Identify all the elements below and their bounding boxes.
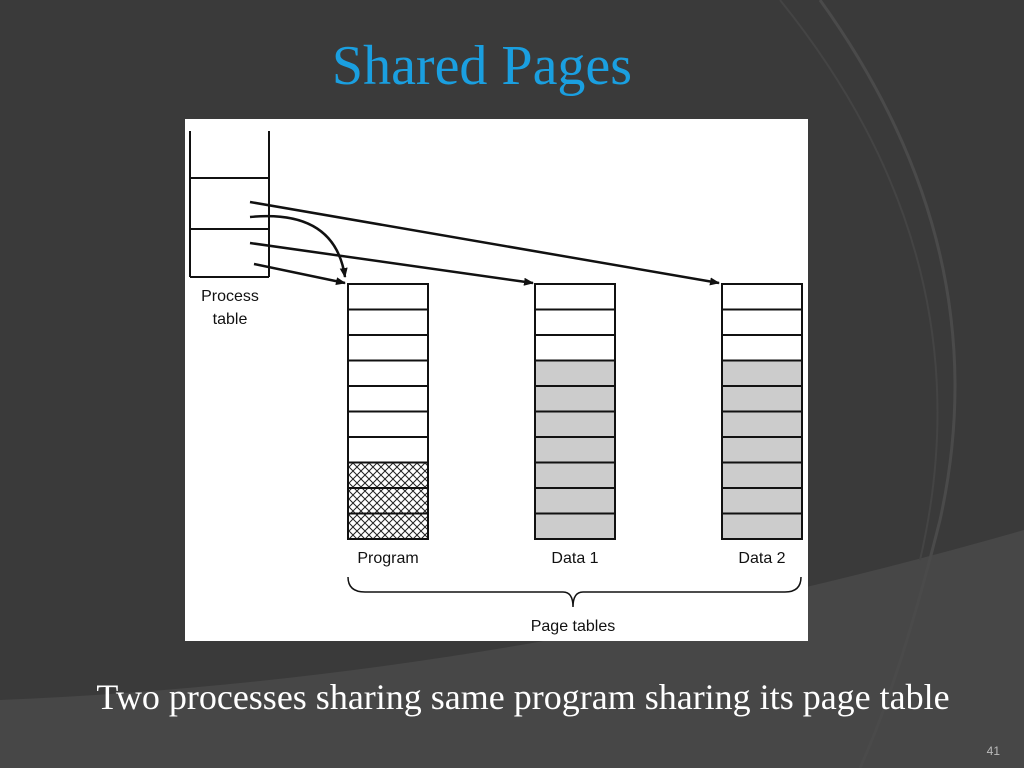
data-page-entry <box>534 410 616 438</box>
data-page-entry <box>534 436 616 464</box>
pointer-arrows <box>249 200 720 286</box>
slide-caption: Two processes sharing same program shari… <box>96 677 950 717</box>
data-page-entry <box>721 359 803 387</box>
shared-page-entry <box>347 461 429 489</box>
page-table-entry <box>347 334 429 362</box>
shared-pages-diagram: Process table Program Data 1 Data 2 Page t… <box>189 131 803 635</box>
page-table-data-1: Data 1 <box>534 283 616 567</box>
page-tables: Program Data 1 Data 2 <box>347 283 803 567</box>
data-page-entry <box>534 487 616 515</box>
data-page-entry <box>721 410 803 438</box>
data-page-entry <box>721 512 803 540</box>
data-page-entry <box>721 461 803 489</box>
data-page-entry <box>721 436 803 464</box>
process-table-label: Process <box>201 288 259 305</box>
shared-page-entry <box>347 512 429 540</box>
page-table-entry <box>347 385 429 413</box>
data-page-entry <box>534 512 616 540</box>
page-table-entry <box>347 308 429 336</box>
page-table-entry <box>721 334 803 362</box>
shared-page-entry <box>347 487 429 515</box>
slide-number: 41 <box>986 744 1000 758</box>
data-page-entry <box>534 461 616 489</box>
arrow-to-program <box>253 262 346 286</box>
page-table-entry <box>347 283 429 311</box>
data-page-entry <box>534 359 616 387</box>
arrow-to-data-2 <box>249 200 720 286</box>
data-page-entry <box>534 385 616 413</box>
page-table-program: Program <box>347 283 429 567</box>
shared-pages-figure: Process table Program Data 1 Data 2 Page t… <box>185 119 808 641</box>
arrow-to-data-1 <box>249 241 534 286</box>
page-table-entry <box>721 308 803 336</box>
page-table-entry <box>347 436 429 464</box>
data-page-entry <box>721 487 803 515</box>
data-page-entry <box>721 385 803 413</box>
arrow-to-program <box>249 214 348 278</box>
page-tables-brace <box>347 576 802 608</box>
page-table-entry <box>721 283 803 311</box>
process-table-label: table <box>213 311 248 328</box>
page-table-label: Program <box>357 550 418 567</box>
page-table-label: Data 2 <box>738 550 785 567</box>
page-table-entry <box>534 334 616 362</box>
page-table-label: Data 1 <box>551 550 598 567</box>
page-table-entry <box>534 283 616 311</box>
page-table-entry <box>347 359 429 387</box>
slide-title: Shared Pages <box>331 35 633 97</box>
page-table-entry <box>534 308 616 336</box>
process-table <box>189 131 270 278</box>
page-table-entry <box>347 410 429 438</box>
page-table-data-2: Data 2 <box>721 283 803 567</box>
page-tables-group-label: Page tables <box>531 618 616 635</box>
